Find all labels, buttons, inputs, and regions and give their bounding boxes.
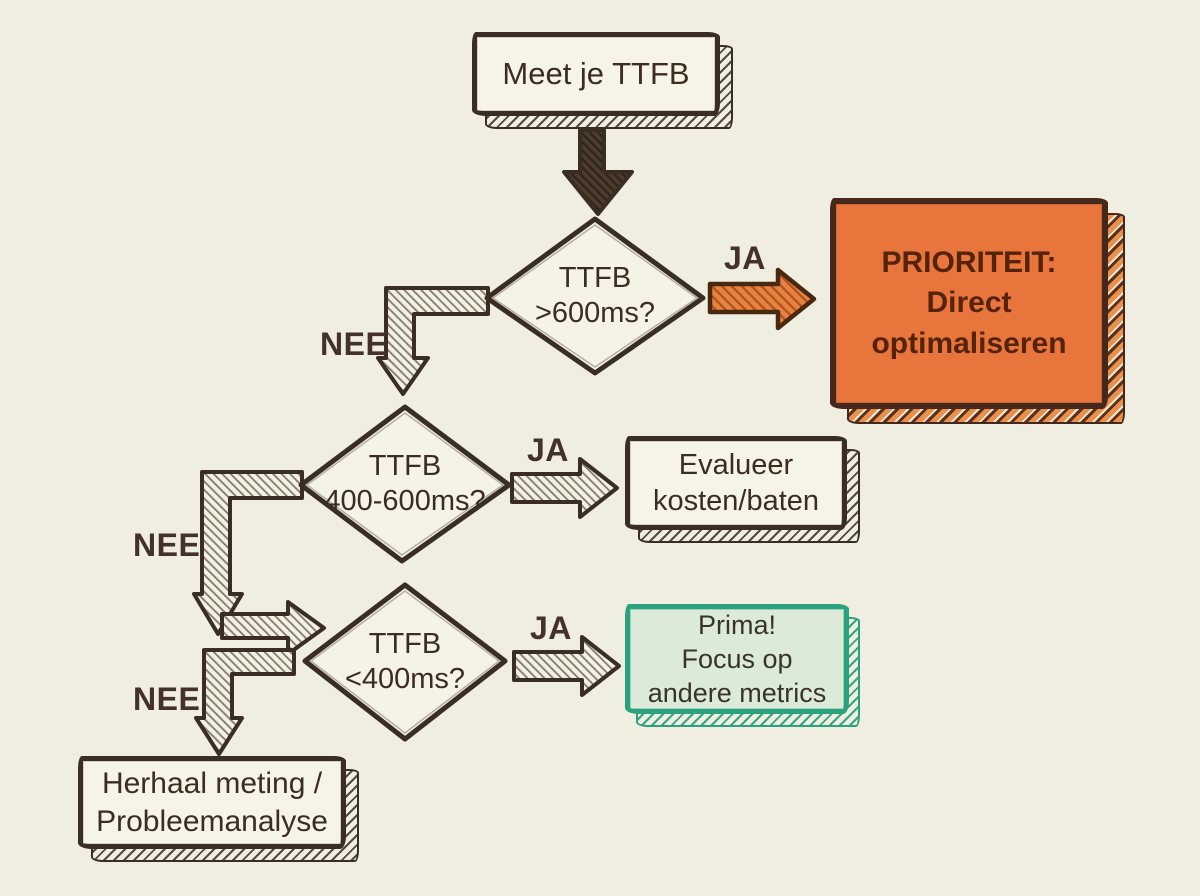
evaluate-node-label: Evalueer kosten/baten <box>625 436 847 530</box>
start-node-label: Meet je TTFB <box>472 32 720 116</box>
nee-label-2: NEE <box>133 527 201 563</box>
decision-ttfb-400-600ms: TTFB 400-600ms? <box>296 402 514 566</box>
flow-arrow-ja-to-evaluate <box>510 457 619 519</box>
ja-label-2: JA <box>527 432 569 468</box>
priority-node: PRIORITEIT: Direct optimaliseren <box>830 198 1125 424</box>
ja-label-3: JA <box>530 610 572 646</box>
diamond-shape <box>302 582 508 742</box>
decision-ttfb-under-400ms: TTFB <400ms? <box>300 580 510 744</box>
decision-label: TTFB 400-600ms? <box>324 449 486 517</box>
decision-label: TTFB <400ms? <box>344 627 466 695</box>
flow-arrow-ja-to-prima <box>512 635 621 697</box>
repeat-node: Herhaal meting / Probleemanalyse <box>78 756 359 862</box>
ja-label-1: JA <box>724 240 766 276</box>
evaluate-node: Evalueer kosten/baten <box>625 436 860 543</box>
decision-ttfb-over-600ms: TTFB >600ms? <box>480 214 710 378</box>
start-node: Meet je TTFB <box>472 32 733 129</box>
diamond-shape <box>298 404 512 564</box>
priority-node-label: PRIORITEIT: Direct optimaliseren <box>830 198 1108 409</box>
flow-arrow-start-down <box>562 128 634 216</box>
repeat-node-label: Herhaal meting / Probleemanalyse <box>78 756 346 849</box>
nee-label-1: NEE <box>320 326 388 362</box>
decision-label: TTFB >600ms? <box>534 261 656 329</box>
flow-arrow-ja-to-priority <box>707 267 817 331</box>
nee-label-3: NEE <box>133 681 201 717</box>
flow-arrow-nee3-elbow <box>194 648 296 756</box>
prima-node: Prima! Focus op andere metrics <box>625 604 860 727</box>
flow-arrow-nee1-elbow <box>376 286 490 396</box>
flow-arrow-into-check400 <box>220 600 326 656</box>
prima-node-label: Prima! Focus op andere metrics <box>625 604 849 714</box>
diamond-shape <box>484 216 706 376</box>
